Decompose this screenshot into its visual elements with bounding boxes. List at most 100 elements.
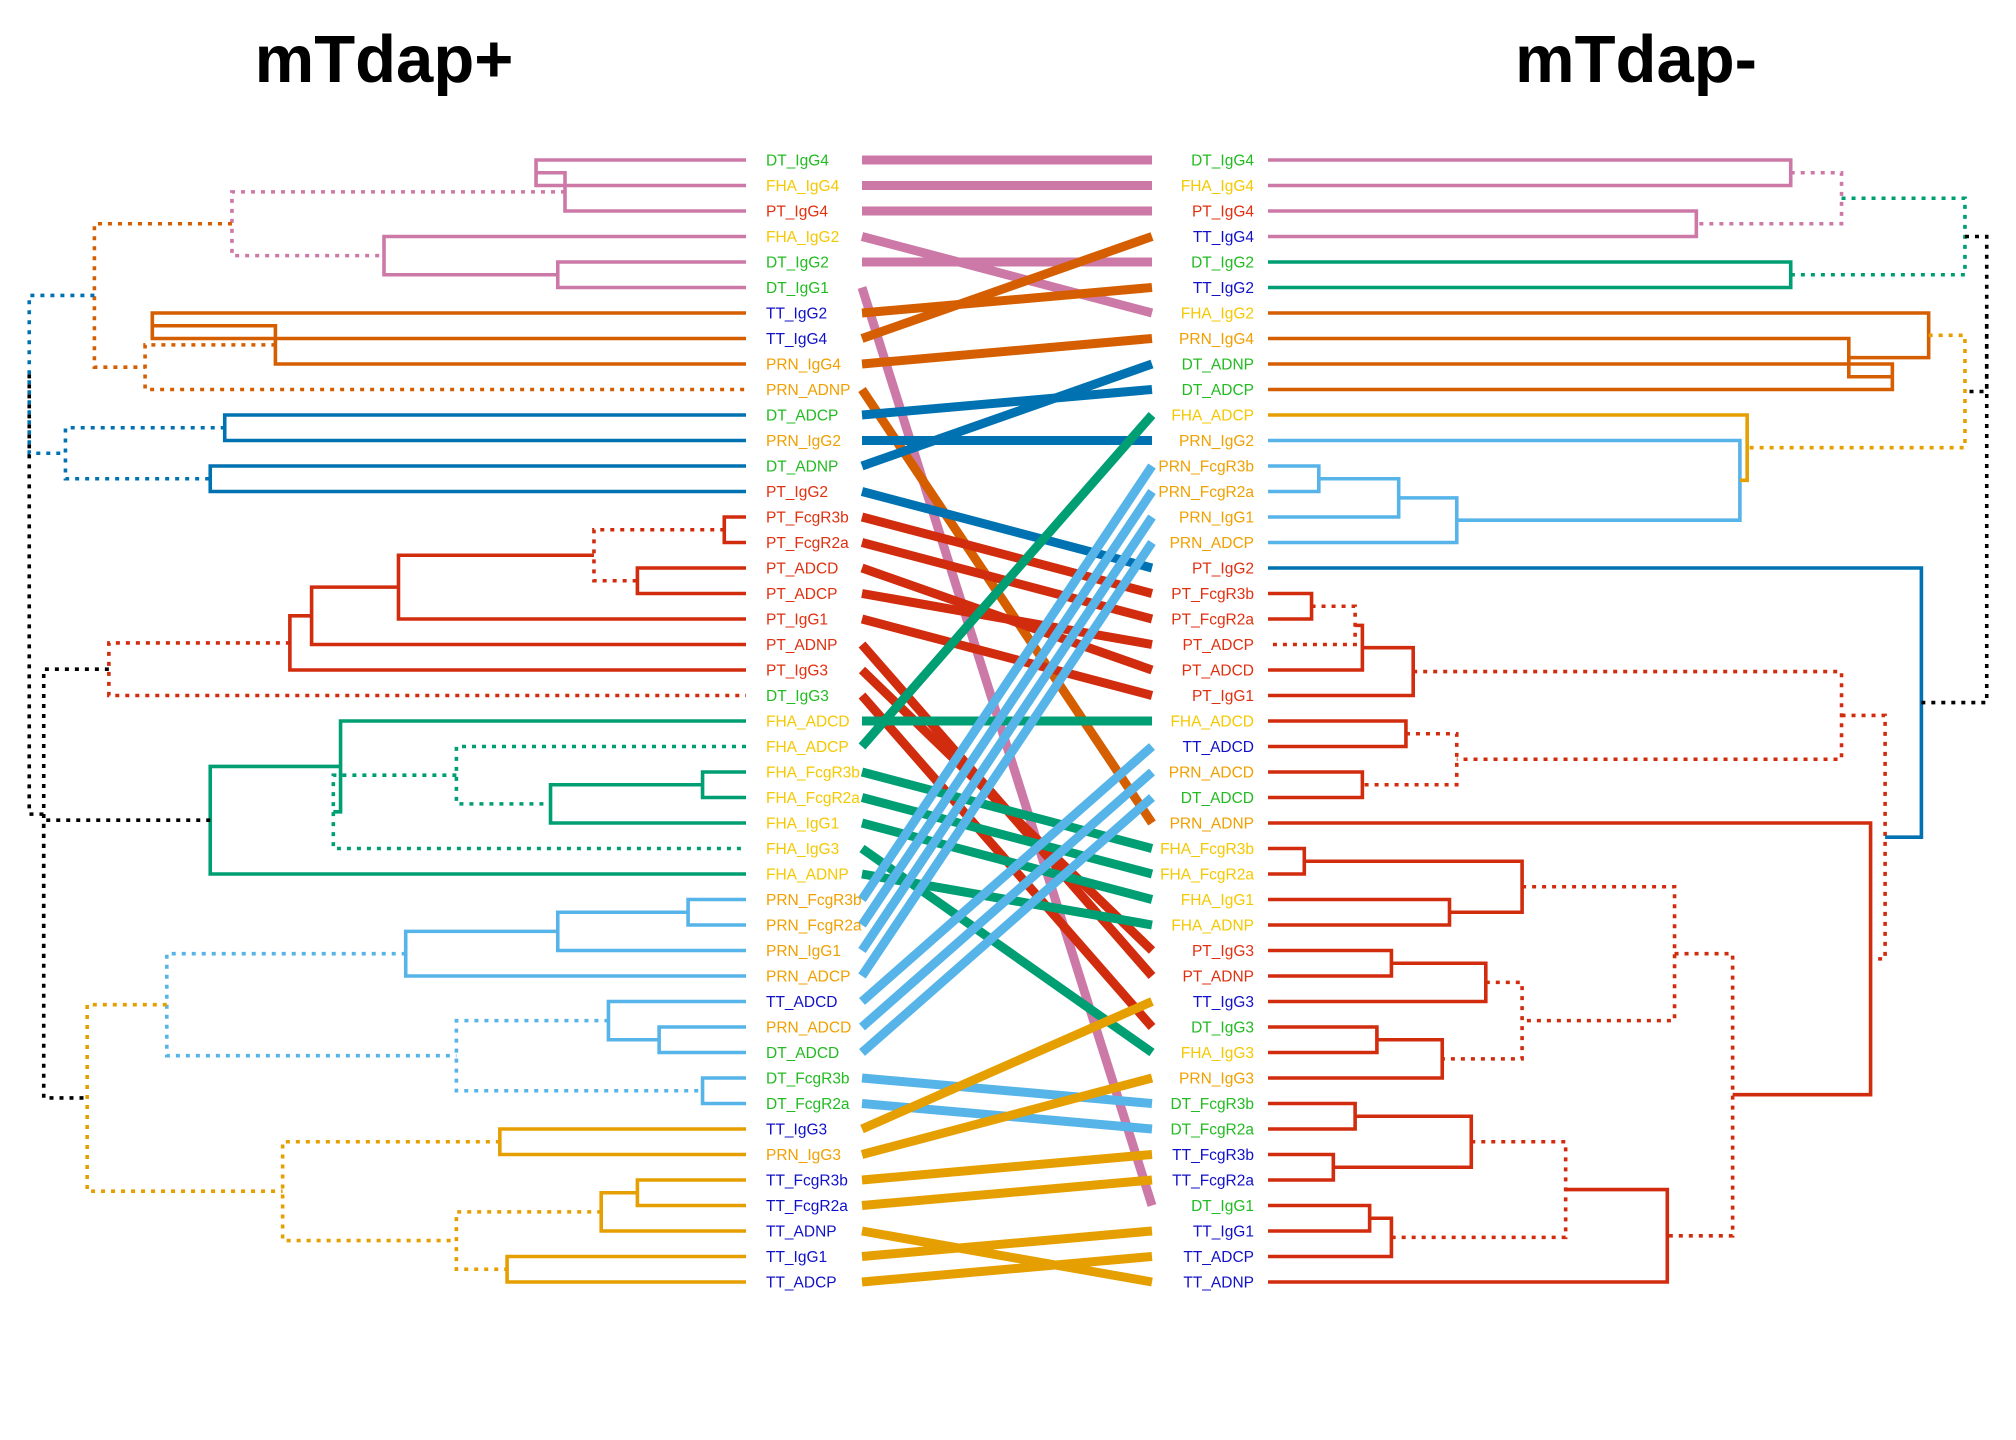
right-dendrogram-branch (1362, 731, 1459, 787)
right-leaf-label: TT_ADCP (1183, 1249, 1254, 1266)
right-leaf-label: TT_IgG1 (1193, 1224, 1254, 1241)
right-leaf-label: DT_FcgR3b (1170, 1096, 1254, 1113)
left-leaf-label: FHA_FcgR3b (766, 765, 860, 782)
right-leaf-label: TT_IgG3 (1193, 994, 1254, 1011)
right-leaf-label: TT_ADCD (1183, 739, 1254, 756)
left-dendrogram-branch (230, 190, 565, 258)
left-dendrogram-branch (27, 374, 44, 816)
connection-line (861, 283, 1153, 318)
connection-line (861, 1150, 1153, 1185)
left-leaf-label: TT_IgG4 (766, 331, 828, 348)
right-leaf-label: FHA_IgG4 (1181, 178, 1255, 195)
connection-line (860, 487, 1154, 573)
connection-line (858, 539, 1156, 979)
connection-line (861, 385, 1153, 420)
right-leaf-label: DT_FcgR2a (1170, 1122, 1254, 1139)
left-leaf-label: DT_IgG1 (766, 280, 829, 297)
left-leaf-label: PT_FcgR2a (766, 535, 849, 552)
connection-line (861, 1175, 1153, 1210)
right-dendrogram-branch (1268, 1187, 1670, 1284)
left-dendrogram-branch (592, 527, 725, 583)
left-dendrogram-branch (331, 773, 746, 851)
right-leaf-label: PT_ADCD (1182, 663, 1254, 680)
right-dendrogram-branch (1413, 669, 1844, 762)
left-leaf-label: FHA_IgG4 (766, 178, 840, 195)
connection-line (859, 743, 1155, 1005)
left-leaf-label: TT_IgG2 (766, 306, 827, 323)
left-leaf-labels: DT_IgG4FHA_IgG4PT_IgG4FHA_IgG2DT_IgG2DT_… (766, 153, 862, 1292)
left-dendrogram (27, 158, 746, 1284)
left-dendrogram-branch (41, 667, 109, 960)
left-leaf-label: DT_ADCP (766, 408, 838, 425)
connection-line (861, 1226, 1153, 1261)
right-leaf-label: FHA_FcgR3b (1160, 841, 1254, 858)
right-leaf-label: PT_IgG4 (1192, 204, 1254, 221)
connection-line (858, 488, 1156, 928)
left-leaf-label: PRN_ADCD (766, 1020, 851, 1037)
right-dendrogram-branch (1268, 1101, 1357, 1131)
right-leaf-label: PT_ADNP (1183, 969, 1255, 986)
left-leaf-label: DT_IgG3 (766, 688, 829, 705)
right-leaf-label: DT_ADCD (1181, 790, 1254, 807)
left-dendrogram-branch (599, 1190, 746, 1233)
left-leaf-label: PRN_IgG4 (766, 357, 841, 374)
left-leaf-label: PT_IgG3 (766, 663, 828, 680)
right-dendrogram-branch (1268, 566, 1924, 839)
right-leaf-label: TT_IgG4 (1193, 229, 1255, 246)
left-dendrogram-branch (63, 425, 225, 481)
right-dendrogram-branch (1747, 333, 1967, 450)
left-leaf-label: DT_IgG2 (766, 255, 829, 272)
connection-line (858, 412, 1156, 750)
connection-line (860, 997, 1154, 1134)
right-dendrogram-branch (1268, 209, 1699, 239)
right-dendrogram-branch (1841, 713, 1887, 961)
left-dendrogram-branch (454, 1018, 703, 1093)
right-leaf-label: FHA_ADCP (1171, 408, 1254, 425)
right-dendrogram-title: mTdap- (1515, 22, 1757, 97)
right-leaf-label: DT_IgG2 (1191, 255, 1254, 272)
left-leaf-label: PRN_ADNP (766, 382, 850, 399)
right-leaf-label: FHA_IgG1 (1181, 892, 1254, 909)
left-dendrogram-branch (85, 1002, 283, 1193)
left-leaf-label: DT_FcgR3b (766, 1071, 850, 1088)
right-leaf-label: PRN_IgG1 (1179, 510, 1254, 527)
left-dendrogram-branch (606, 999, 746, 1042)
left-leaf-label: PRN_FcgR3b (766, 892, 862, 909)
left-dendrogram-branch (548, 782, 746, 825)
right-dendrogram-branch (1268, 336, 1893, 379)
right-leaf-label: PT_IgG3 (1192, 943, 1254, 960)
connection-line (858, 386, 1156, 826)
right-leaf-label: DT_IgG4 (1191, 153, 1254, 170)
left-dendrogram-branch (280, 1139, 500, 1243)
connection-line (860, 359, 1154, 471)
connection-line (858, 463, 1156, 903)
right-leaf-label: PT_FcgR2a (1171, 612, 1254, 629)
right-leaf-label: PT_IgG1 (1192, 688, 1254, 705)
right-leaf-label: DT_IgG3 (1191, 1020, 1254, 1037)
left-dendrogram-branch (208, 764, 746, 876)
left-dendrogram-branch (41, 818, 211, 1100)
left-leaf-label: PT_ADCD (766, 561, 838, 578)
left-dendrogram-branch (382, 234, 746, 277)
left-leaf-label: PRN_IgG3 (766, 1147, 841, 1164)
connection-line (860, 232, 1154, 343)
right-leaf-label: TT_FcgR3b (1172, 1147, 1254, 1164)
right-leaf-label: PRN_ADCD (1169, 765, 1254, 782)
left-leaf-label: TT_IgG1 (766, 1249, 827, 1266)
left-leaf-label: PT_ADCP (766, 586, 838, 603)
left-dendrogram-branch (700, 770, 746, 800)
left-leaf-label: PRN_ADCP (766, 969, 850, 986)
right-leaf-label: DT_IgG1 (1191, 1198, 1254, 1215)
right-dendrogram-branch (1268, 1216, 1394, 1259)
right-dendrogram-branch (1667, 951, 1735, 1238)
left-leaf-label: FHA_IgG3 (766, 841, 839, 858)
left-dendrogram-title: mTdap+ (255, 22, 514, 97)
right-dendrogram-branch (1268, 1152, 1336, 1182)
left-dendrogram-branch (505, 1254, 746, 1284)
left-leaf-label: TT_ADCD (766, 994, 837, 1011)
right-leaf-labels: DT_IgG4FHA_IgG4PT_IgG4TT_IgG4DT_IgG2TT_I… (1158, 153, 1254, 1292)
right-leaf-label: PRN_IgG3 (1179, 1071, 1254, 1088)
right-dendrogram-branch (1696, 170, 1844, 226)
connection-line (861, 334, 1153, 369)
